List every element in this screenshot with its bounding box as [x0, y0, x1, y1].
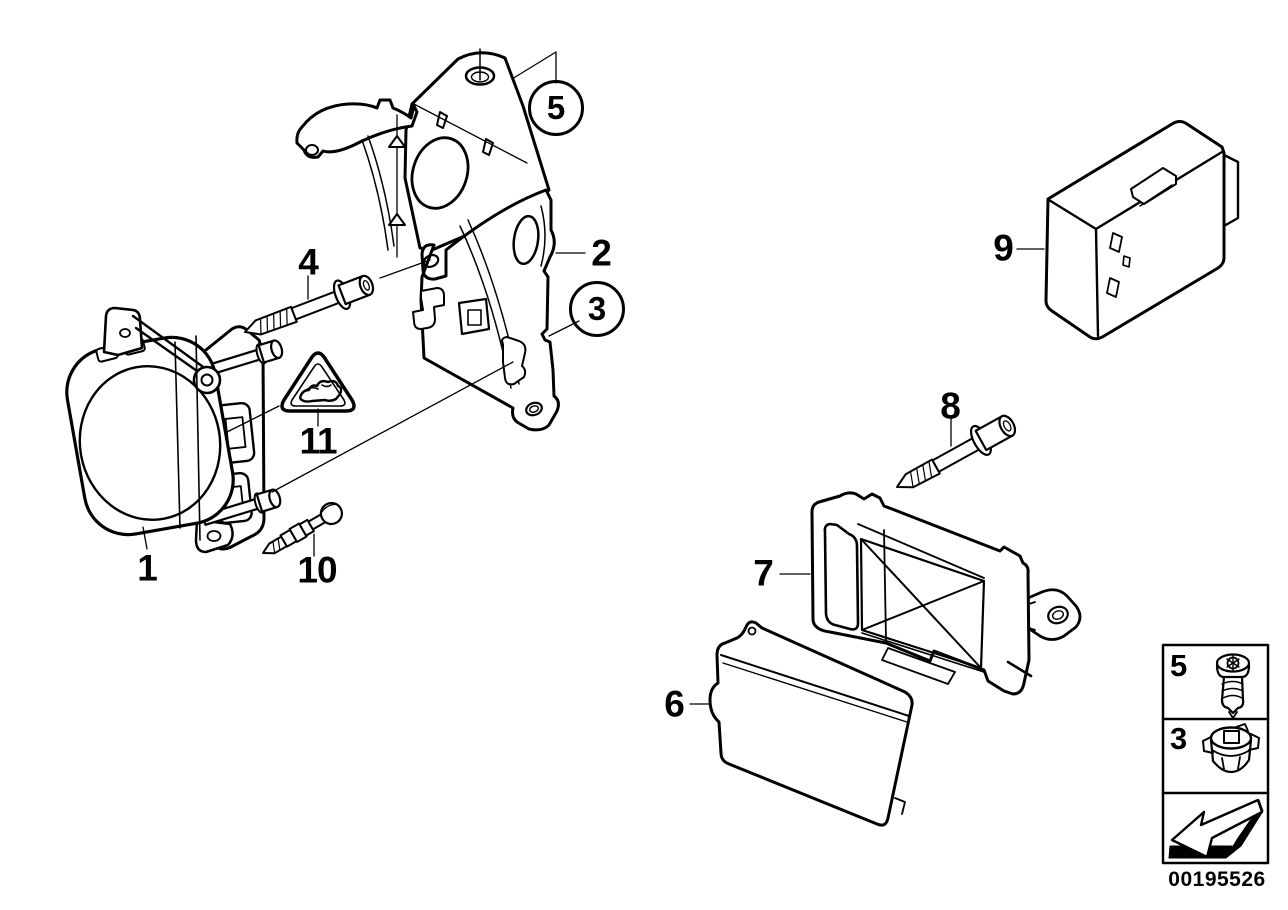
bracket-part-2: [295, 48, 560, 432]
direction-arrow-icon: [1168, 798, 1264, 859]
screw-part-10: [262, 501, 344, 555]
warning-triangle-icon: [280, 351, 356, 413]
sensor-part-1: [65, 306, 284, 554]
callout-2[interactable]: 2: [591, 232, 612, 274]
control-module-part-9: [1044, 120, 1240, 341]
sensor-bolt-bottom: [201, 488, 282, 526]
callout-9[interactable]: 9: [993, 227, 1014, 269]
expanding-rivet-icon: [1202, 723, 1260, 774]
callout-7[interactable]: 7: [753, 552, 774, 594]
screw-part-4: [244, 274, 375, 336]
callout-1[interactable]: 1: [137, 547, 158, 589]
callout-8[interactable]: 8: [940, 385, 961, 427]
callout-10[interactable]: 10: [297, 549, 337, 591]
torx-screw-icon: [1215, 653, 1251, 719]
document-number: 00195526: [1168, 868, 1266, 891]
legend-box: [1161, 643, 1270, 865]
sensor-module-part-6: [708, 620, 914, 827]
screw-part-8: [896, 414, 1017, 489]
callout-5-circled[interactable]: 5: [528, 80, 584, 136]
callout-4[interactable]: 4: [298, 241, 319, 283]
legend-row-5-number[interactable]: 5: [1170, 648, 1188, 683]
legend-row-3-number[interactable]: 3: [1170, 721, 1188, 756]
callout-6[interactable]: 6: [664, 683, 685, 725]
holder-bracket-part-7: [810, 491, 1082, 696]
callout-3-circled[interactable]: 3: [569, 281, 625, 337]
callout-11[interactable]: 11: [299, 420, 337, 462]
